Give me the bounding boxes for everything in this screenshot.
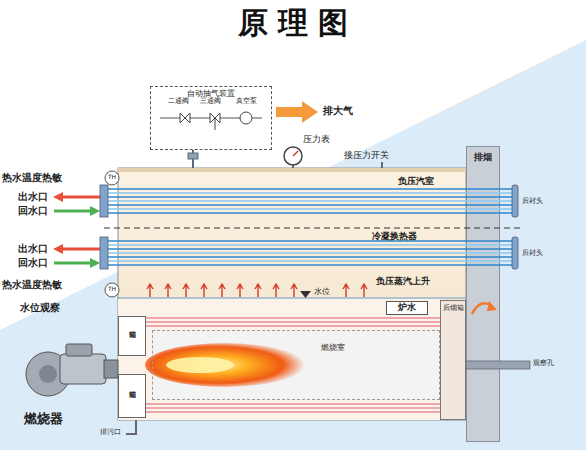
condenser-tubes <box>104 193 512 209</box>
sensor-code: TH <box>106 174 118 181</box>
rear-head <box>512 185 518 217</box>
return-arrow-head <box>90 206 100 216</box>
port-label: 回水口 <box>18 205 48 217</box>
port-label: 出水口 <box>18 243 48 255</box>
flame <box>145 343 305 387</box>
node-text: 燃烧室 <box>321 343 345 352</box>
burner-nozzle <box>104 360 118 378</box>
pressure-gauge: 压力表 <box>282 134 334 168</box>
valve-label: 三通阀 <box>200 97 221 105</box>
port-label: 回水口 <box>18 257 48 269</box>
part-label: 观察孔 <box>533 359 554 367</box>
boiler-shell <box>118 168 466 420</box>
switch-pipe <box>381 162 383 168</box>
pipe-fitting <box>188 153 198 159</box>
part-label: 后封头 <box>522 197 543 205</box>
diagram-title: 原 理 图 <box>0 6 586 41</box>
outlet-arrow <box>62 248 100 251</box>
water-zone <box>118 299 440 420</box>
front-header <box>100 185 108 217</box>
arrow-body <box>276 101 318 123</box>
gauge-dial <box>284 147 302 165</box>
temperature-sensor <box>105 283 119 297</box>
chamber-label: 负压汽室 <box>398 176 434 186</box>
part-label: 冷凝换热器 <box>372 231 417 241</box>
divider-line <box>104 228 520 229</box>
port-label: 出水口 <box>18 191 48 203</box>
switch-label: 接压力开关 <box>344 150 389 160</box>
return-arrow <box>54 210 91 213</box>
sensor-code: TH <box>106 286 118 293</box>
part-label: 排污口 <box>100 428 121 436</box>
rear-smoke-box: 后烟箱 <box>440 300 466 420</box>
node-text: 排大气 <box>323 105 353 117</box>
sight-pipe <box>466 361 530 369</box>
three-way-branch <box>215 118 216 130</box>
combustion-chamber: 燃烧室 <box>152 330 440 400</box>
chimney: 排烟 <box>466 146 500 442</box>
node-text: 后烟箱 <box>441 304 465 312</box>
condenser-tubes <box>104 241 512 265</box>
node-text: 燃烧器 <box>24 412 63 427</box>
node-text: 自动抽气装置 <box>151 89 271 98</box>
outlet-arrow-head <box>53 192 63 202</box>
flue-turn-arrow <box>472 303 492 314</box>
part-label: 水位观察 <box>20 302 60 314</box>
burner: 燃烧器 <box>18 336 122 432</box>
valve-label: 二通阀 <box>168 97 189 105</box>
gauge-needle <box>293 151 298 156</box>
sensor-label: 热水温度热敏 <box>2 172 62 184</box>
front-smoke-box: 前烟箱 <box>118 374 146 418</box>
water-level-mark <box>300 291 311 298</box>
background-band <box>0 40 586 450</box>
furnace-water-box: 炉水 <box>386 301 428 315</box>
rear-head <box>512 237 518 269</box>
outlet-arrow <box>62 196 100 199</box>
return-arrow-head <box>90 258 100 268</box>
outlet-arrow-head <box>53 244 63 254</box>
sensor-label: 热水温度热敏 <box>2 279 62 291</box>
return-arrow <box>54 262 91 265</box>
blowdown-pipe <box>126 420 136 434</box>
flue-turn-arrow-head <box>487 301 497 311</box>
exhaust-arrow: 排大气 <box>276 100 372 124</box>
front-header <box>100 237 108 269</box>
steam-rise-arrows <box>147 284 367 297</box>
level-label: 水位 <box>314 287 330 296</box>
burner-motor <box>66 344 92 356</box>
node-text: 炉水 <box>387 302 427 312</box>
water-level-line <box>118 298 466 299</box>
condenser-tubes <box>104 245 512 261</box>
shell-top-band <box>118 168 466 172</box>
two-way-valve <box>180 113 190 123</box>
burner-hub <box>39 365 57 383</box>
part-label: 后封头 <box>522 249 543 257</box>
flame-core <box>166 357 234 373</box>
condenser-tubes <box>104 189 512 213</box>
process-label: 负压蒸汽上升 <box>376 276 430 286</box>
fire-tubes <box>146 318 440 412</box>
vacuum-unit-box: 自动抽气装置 <box>150 86 272 150</box>
pump-label: 真空泵 <box>236 97 257 105</box>
temperature-sensor <box>105 171 119 185</box>
front-smoke-box: 前烟箱 <box>118 316 146 356</box>
node-text: 排烟 <box>467 152 499 162</box>
burner-body <box>60 354 106 384</box>
node-text: 压力表 <box>303 134 330 144</box>
vacuum-pump <box>240 112 252 124</box>
